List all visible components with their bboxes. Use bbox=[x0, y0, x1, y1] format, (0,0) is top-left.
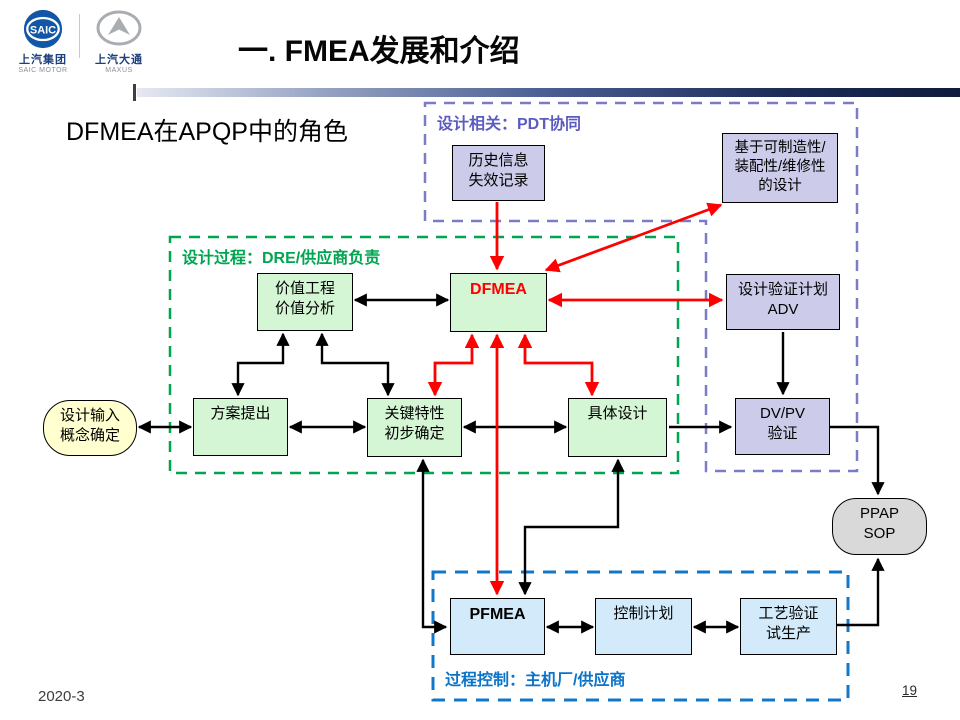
node-history-info-label: 历史信息 失效记录 bbox=[468, 152, 529, 189]
node-proposal-label: 方案提出 bbox=[210, 405, 271, 422]
logo-group: SAIC 上汽集团 SAIC MOTOR 上汽大通 MAXUS bbox=[12, 8, 150, 74]
node-dvpv: DV/PV 验证 bbox=[735, 398, 830, 455]
node-pfmea: PFMEA bbox=[450, 598, 545, 655]
node-dfmea: DFMEA bbox=[450, 273, 547, 332]
node-control-plan-label: 控制计划 bbox=[613, 605, 674, 622]
black-arrows bbox=[137, 293, 885, 634]
page-title: 一. FMEA发展和介绍 bbox=[238, 35, 520, 68]
node-process-validation: 工艺验证 试生产 bbox=[740, 598, 837, 655]
node-adv-label: 设计验证计划 ADV bbox=[737, 281, 828, 318]
node-control-plan: 控制计划 bbox=[595, 598, 692, 655]
node-dfmea-label: DFMEA bbox=[470, 281, 527, 298]
node-dvpv-label: DV/PV 验证 bbox=[759, 405, 805, 442]
design-related-region-label: 设计相关：PDT协同 bbox=[437, 116, 582, 133]
arrow-dvpv-ppap bbox=[830, 425, 885, 496]
arrow-dfmea-manufacturability bbox=[544, 202, 723, 273]
node-detail-design-label: 具体设计 bbox=[587, 405, 648, 422]
node-adv: 设计验证计划 ADV bbox=[726, 274, 840, 330]
process-control-region-outline bbox=[431, 570, 850, 702]
saic-badge-text: SAIC bbox=[30, 24, 56, 36]
maxus-name-en: MAXUS bbox=[105, 67, 133, 74]
arrow-processvalid-ppap bbox=[837, 557, 885, 627]
node-detail-design: 具体设计 bbox=[568, 398, 667, 457]
node-design-input: 设计输入 概念确定 bbox=[43, 400, 137, 456]
design-related-region-outline bbox=[423, 101, 859, 473]
maxus-logo: 上汽大通 MAXUS bbox=[88, 8, 150, 74]
saic-name-en: SAIC MOTOR bbox=[18, 67, 68, 74]
footer-page-number: 19 bbox=[902, 683, 918, 698]
saic-logo: SAIC 上汽集团 SAIC MOTOR bbox=[12, 8, 74, 74]
node-key-characteristics: 关键特性 初步确定 bbox=[367, 398, 462, 457]
title-underline-bar bbox=[137, 88, 960, 97]
process-control-region-label: 过程控制：主机厂/供应商 bbox=[445, 672, 626, 689]
arrow-dfmea-keychar bbox=[427, 333, 480, 397]
arrow-valueeng-keychar bbox=[315, 332, 395, 397]
title-underline-tick bbox=[133, 84, 136, 101]
node-pfmea-label: PFMEA bbox=[469, 606, 526, 623]
arrow-valueeng-proposal bbox=[231, 332, 290, 397]
node-ppap-sop: PPAP SOP bbox=[832, 498, 927, 555]
node-ppap-sop-label: PPAP SOP bbox=[860, 505, 899, 542]
node-value-engineering: 价值工程 价值分析 bbox=[257, 273, 353, 331]
logo-divider bbox=[79, 14, 80, 58]
maxus-name-cn: 上汽大通 bbox=[95, 54, 143, 66]
node-manufacturability-design-label: 基于可制造性/ 装配性/维修性 的设计 bbox=[734, 140, 826, 195]
arrow-detail-pfmea bbox=[518, 458, 625, 596]
node-manufacturability-design: 基于可制造性/ 装配性/维修性 的设计 bbox=[722, 133, 838, 203]
arrow-keychar-pfmea bbox=[416, 458, 448, 634]
node-design-input-label: 设计输入 概念确定 bbox=[59, 407, 120, 444]
node-value-engineering-label: 价值工程 价值分析 bbox=[274, 280, 335, 317]
node-process-validation-label: 工艺验证 试生产 bbox=[758, 605, 819, 642]
design-process-region-label: 设计过程：DRE/供应商负责 bbox=[182, 250, 381, 267]
node-proposal: 方案提出 bbox=[193, 398, 288, 456]
saic-name-cn: 上汽集团 bbox=[19, 54, 67, 66]
node-key-characteristics-label: 关键特性 初步确定 bbox=[384, 405, 445, 442]
node-history-info: 历史信息 失效记录 bbox=[452, 145, 545, 201]
maxus-logo-icon bbox=[96, 10, 142, 46]
saic-logo-icon: SAIC bbox=[23, 9, 63, 49]
red-arrows bbox=[427, 202, 724, 596]
slide-subtitle: DFMEA在APQP中的角色 bbox=[66, 118, 348, 146]
footer-date: 2020-3 bbox=[38, 688, 85, 705]
arrow-dfmea-detail bbox=[517, 333, 600, 397]
